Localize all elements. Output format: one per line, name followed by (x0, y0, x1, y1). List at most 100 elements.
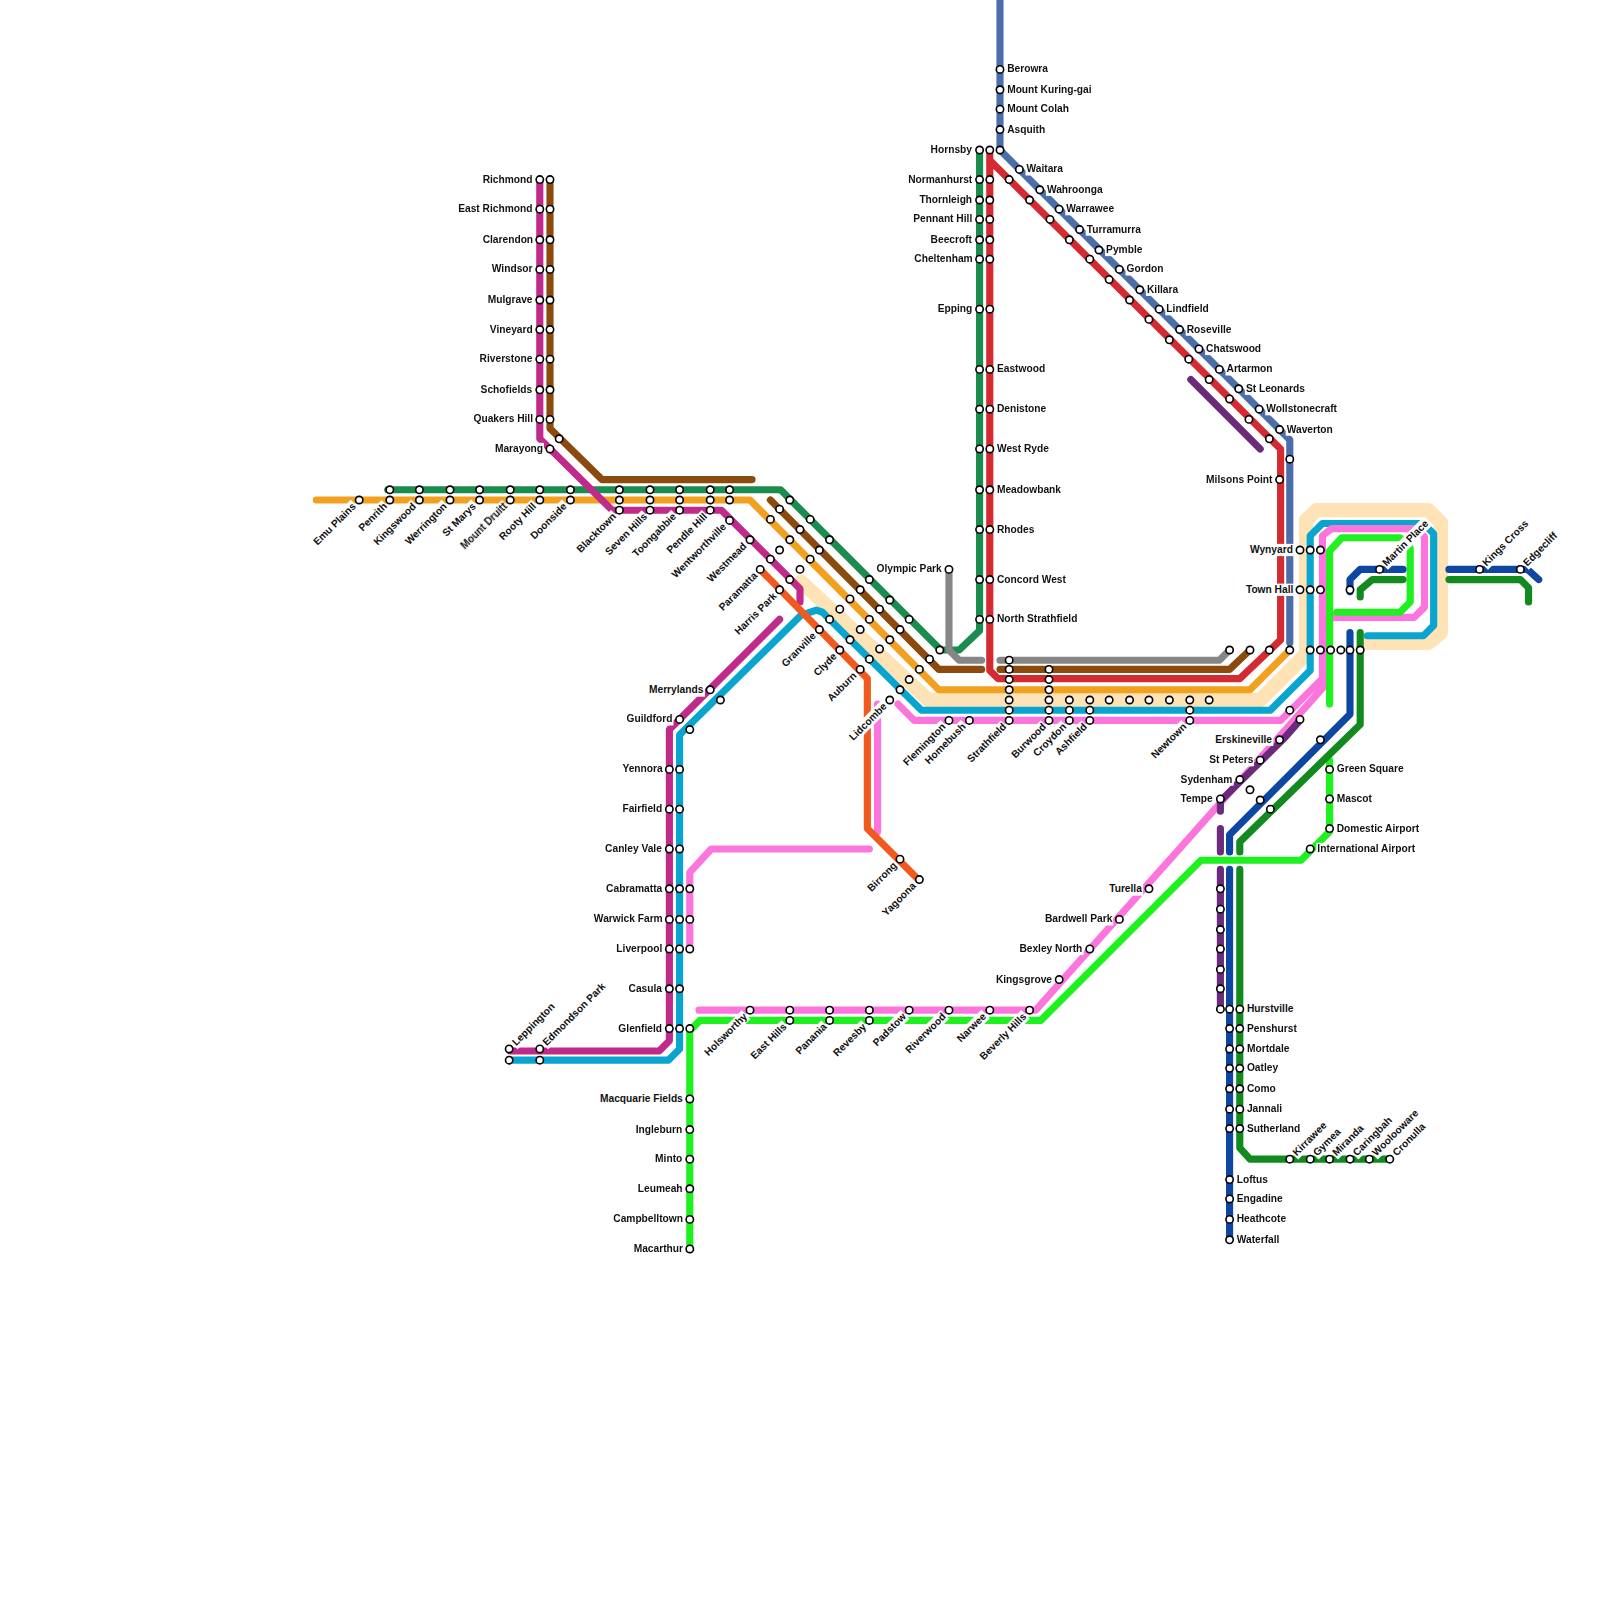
station-label: East Hills (747, 1020, 790, 1063)
station-dot (996, 66, 1003, 73)
station-dot (786, 1017, 793, 1024)
station-label: Windsor (491, 263, 534, 275)
station-dot (356, 496, 363, 503)
rail-line (1191, 380, 1300, 1010)
station-dot (986, 196, 993, 203)
station-dot (546, 445, 553, 452)
station-dot (746, 536, 753, 543)
station-dot (1116, 266, 1123, 273)
station-dot (1307, 845, 1314, 852)
station-label: Denistone (996, 403, 1047, 415)
station-dot (1026, 1007, 1033, 1014)
station-dot (866, 1017, 873, 1024)
station-dot (1226, 1085, 1233, 1092)
station-dot (1186, 696, 1193, 703)
station-dot (416, 496, 423, 503)
station-label: Eastwood (996, 363, 1046, 375)
station-dot (1126, 296, 1133, 303)
station-dot (1166, 696, 1173, 703)
station-dot (567, 486, 574, 493)
station-dot (945, 717, 952, 724)
station-dot (646, 486, 653, 493)
station-label: Clarendon (482, 234, 535, 246)
station-dot (1086, 256, 1093, 263)
station-dot (536, 236, 543, 243)
rail-line (388, 150, 980, 650)
station-dot (666, 1025, 673, 1032)
station-dot (1326, 766, 1333, 773)
station-dot (1056, 976, 1063, 983)
station-dot (1217, 926, 1224, 933)
station-label: Schofields (480, 384, 534, 396)
station-dot (686, 726, 693, 733)
station-label: Leumeah (637, 1183, 684, 1195)
station-dot (416, 486, 423, 493)
station-label: Fairfield (621, 803, 663, 815)
station-dot (1217, 885, 1224, 892)
station-label: Mortdale (1246, 1043, 1291, 1055)
station-dot (836, 646, 843, 653)
station-dot (1086, 717, 1093, 724)
station-dot (986, 146, 993, 153)
station-dot (707, 496, 714, 503)
station-dot (1045, 666, 1052, 673)
rail-line (949, 569, 1230, 660)
station-dot (1045, 676, 1052, 683)
station-dot (616, 496, 623, 503)
station-dot (1206, 696, 1213, 703)
station-label: Berowra (1006, 63, 1049, 75)
station-dot (846, 595, 853, 602)
station-label: Asquith (1006, 123, 1046, 135)
station-dot (386, 496, 393, 503)
station-dot (1296, 716, 1303, 723)
station-dot (676, 507, 683, 514)
station-dot (976, 366, 983, 373)
station-dot (1045, 707, 1052, 714)
station-dot (676, 885, 683, 892)
station-dot (536, 1057, 543, 1064)
station-dot (1286, 1156, 1293, 1163)
station-dot (476, 486, 483, 493)
station-dot (816, 546, 823, 553)
station-dot (1226, 1006, 1233, 1013)
station-dot (1226, 1065, 1233, 1072)
station-dot (1006, 676, 1013, 683)
station-dot (916, 666, 923, 673)
rail-line (510, 180, 800, 1051)
station-dot (976, 616, 983, 623)
station-label: Merrylands (648, 684, 704, 696)
station-dot (1006, 696, 1013, 703)
station-label: Sydenham (1180, 773, 1234, 785)
station-label: Guildford (626, 713, 674, 725)
station-dot (1256, 406, 1263, 413)
station-dot (986, 236, 993, 243)
station-label: Loftus (1236, 1173, 1269, 1185)
station-dot (1317, 646, 1324, 653)
station-label: Granville (778, 629, 819, 670)
station-label: St Leonards (1245, 383, 1306, 395)
station-label: Lindfield (1165, 303, 1210, 315)
station-dot (996, 106, 1003, 113)
station-dot (1226, 1025, 1233, 1032)
station-label: Edgecliff (1520, 529, 1561, 570)
station-dot (1046, 216, 1053, 223)
station-dot (676, 806, 683, 813)
station-dot (1317, 586, 1324, 593)
station-dot (996, 126, 1003, 133)
station-dot (1066, 717, 1073, 724)
station-label: Lidcombe (846, 700, 890, 744)
station-dot (686, 916, 693, 923)
station-dot (1226, 646, 1233, 653)
station-dot (676, 1025, 683, 1032)
station-label: Mascot (1336, 793, 1373, 805)
station-label: Revesby (830, 1020, 870, 1060)
station-dot (1106, 276, 1113, 283)
station-dot (1026, 196, 1033, 203)
station-dot (986, 576, 993, 583)
station-dot (1257, 796, 1264, 803)
station-dot (1006, 686, 1013, 693)
rail-line (760, 569, 918, 879)
station-dot (986, 176, 993, 183)
station-dot (726, 496, 733, 503)
station-label: Holsworthy (701, 1010, 750, 1059)
